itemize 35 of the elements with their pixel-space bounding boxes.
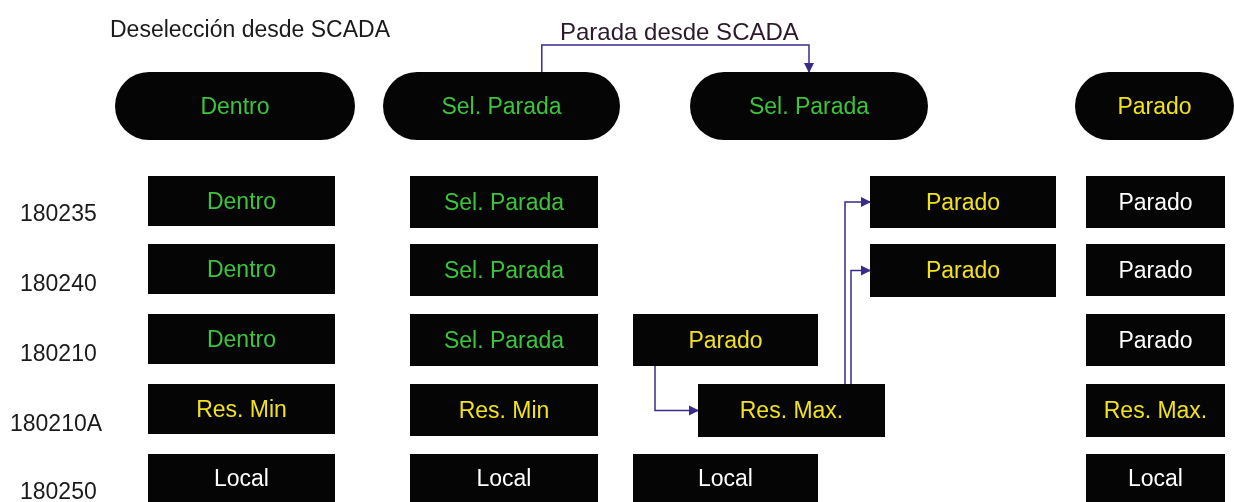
state-box: Dentro <box>148 244 335 294</box>
arrow <box>654 365 700 416</box>
state-box: Sel. Parada <box>410 244 598 296</box>
state-pill: Dentro <box>115 72 355 140</box>
arrow <box>844 196 872 385</box>
state-box: Local <box>148 454 335 502</box>
state-pill: Parado <box>1075 72 1234 140</box>
state-box: Local <box>633 454 818 502</box>
state-box: Res. Max. <box>698 384 885 437</box>
state-box: Sel. Parada <box>410 314 598 366</box>
state-box: Local <box>410 454 598 502</box>
state-box: Dentro <box>148 314 335 364</box>
state-box: Res. Min <box>410 384 598 436</box>
row-label: 180250 <box>20 477 98 502</box>
row-label: 180240 <box>20 269 98 298</box>
state-box: Local <box>1086 454 1225 502</box>
arrow <box>541 44 815 74</box>
arrow <box>850 265 872 385</box>
state-box: Parado <box>633 314 818 366</box>
state-box: Sel. Parada <box>410 176 598 228</box>
state-box: Parado <box>1086 176 1225 228</box>
state-box: Parado <box>1086 314 1225 366</box>
edge-label: Parada desde SCADA <box>560 17 799 47</box>
state-pill: Sel. Parada <box>383 72 620 140</box>
state-box: Parado <box>870 176 1056 228</box>
state-box: Parado <box>870 244 1056 297</box>
row-label: 180235 <box>20 199 98 228</box>
state-pill: Sel. Parada <box>690 72 928 140</box>
state-box: Res. Max. <box>1086 384 1225 437</box>
row-label: 180210 <box>20 339 98 368</box>
annotation-label: Deselección desde SCADA <box>110 15 391 44</box>
state-box: Dentro <box>148 176 335 226</box>
row-label: 180210A <box>10 409 104 438</box>
state-box: Res. Min <box>148 384 335 434</box>
state-box: Parado <box>1086 244 1225 296</box>
